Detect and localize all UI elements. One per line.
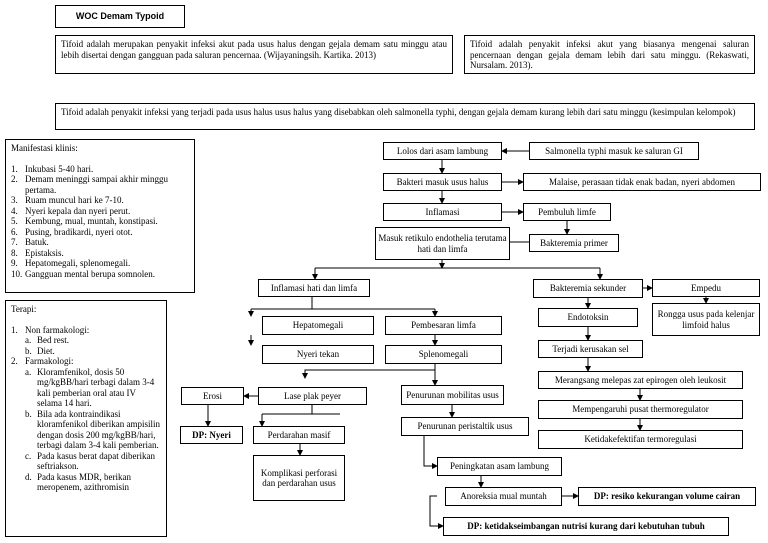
manifestasi-item: 5.Kembung, mual, muntah, konstipasi. bbox=[11, 216, 158, 226]
diagram-title: WOC Demam Typoid bbox=[55, 5, 185, 28]
manifestasi-heading: Manifestasi klinis: bbox=[11, 143, 78, 153]
node-inflamasi: Inflamasi bbox=[383, 203, 502, 221]
node-anoreksia: Anoreksia mual muntah bbox=[445, 487, 562, 506]
definition-box-1: Tifoid adalah merupakan penyakit infeksi… bbox=[55, 35, 453, 74]
node-lase-plak-peyer: Lase plak peyer bbox=[258, 387, 367, 405]
terapi-kloramfenikol: a.Kloramfenikol, dosis 50 mg/kgBB/hari t… bbox=[25, 366, 155, 409]
definition-box-2: Tifoid adalah penyakit infeksi akut yang… bbox=[464, 35, 755, 74]
node-merangsang-epirogen: Merangsang melepas zat epirogen oleh leu… bbox=[538, 371, 743, 389]
conclusion-box: Tifoid adalah penyakit infeksi yang terj… bbox=[55, 103, 755, 130]
terapi-ampisilin: b.Bila ada kontraindikasi kloramfenikol … bbox=[25, 408, 160, 451]
node-penurunan-peristaltik: Penurunan peristaltik usus bbox=[401, 417, 529, 436]
node-penurunan-mobilitas: Penurunan mobilitas usus bbox=[401, 385, 504, 405]
manifestasi-item: 6.Pusing, bradikardi, nyeri otot. bbox=[11, 226, 133, 237]
node-ketidakefektifan-termoregulasi: Ketidakefektifan termoregulasi bbox=[538, 430, 743, 449]
node-dp-nutrisi: DP: ketidakseimbangan nutrisi kurang dar… bbox=[443, 517, 729, 536]
node-bakteremia-primer: Bakteremia primer bbox=[529, 234, 619, 252]
node-bakteremia-sekunder: Bakteremia sekunder bbox=[533, 279, 643, 298]
node-erosi: Erosi bbox=[181, 387, 244, 405]
node-rongga-usus: Rongga usus pada kelenjar limfoid halus bbox=[652, 303, 760, 336]
manifestasi-item: 2.Demam meninggi sampai akhir minggu per… bbox=[11, 174, 168, 195]
node-dp-resiko-cairan: DP: resiko kekurangan volume cairan bbox=[578, 487, 756, 506]
terapi-mdr: d.Pada kasus MDR, berikan meropenem, azi… bbox=[25, 471, 131, 493]
node-splenomegali: Splenomegali bbox=[385, 345, 502, 364]
manifestasi-item: 4.Nyeri kepala dan nyeri perut. bbox=[11, 205, 131, 216]
terapi-box: Terapi: 1.Non farmakologi: a.Bed rest. b… bbox=[5, 300, 167, 537]
terapi-bed-rest: a.Bed rest. bbox=[25, 335, 69, 345]
node-perdarahan-masif: Perdarahan masif bbox=[253, 426, 345, 444]
manifestasi-item: 1.Inkubasi 5-40 hari. bbox=[11, 163, 94, 174]
terapi-seftriakson: c.Pada kasus berat dapat diberikan seftr… bbox=[25, 450, 155, 472]
node-pembuluh-limfe: Pembuluh limfe bbox=[523, 203, 611, 221]
node-komplikasi: Komplikasi perforasi dan perdarahan usus bbox=[253, 455, 345, 501]
node-inflamasi-hati-limfa: Inflamasi hati dan limfa bbox=[258, 279, 370, 297]
node-peningkatan-asam-lambung: Peningkatan asam lambung bbox=[437, 457, 562, 476]
terapi-non-farmakologi: 1.Non farmakologi: bbox=[11, 324, 90, 335]
node-salmonella: Salmonella typhi masuk ke saluran GI bbox=[529, 142, 699, 160]
node-nyeri-tekan: Nyeri tekan bbox=[262, 345, 374, 364]
manifestasi-item: 8.Epistaksis. bbox=[11, 247, 64, 258]
node-endotoksin: Endotoksin bbox=[538, 308, 638, 327]
terapi-diet: b.Diet. bbox=[25, 345, 55, 356]
node-kerusakan-sel: Terjadi kerusakan sel bbox=[538, 340, 643, 358]
node-pembesaran-limfa: Pembesaran limfa bbox=[385, 316, 502, 335]
node-bakteri-usus-halus: Bakteri masuk usus halus bbox=[383, 173, 502, 191]
manifestasi-klinis-box: Manifestasi klinis: 1.Inkubasi 5-40 hari… bbox=[5, 139, 195, 293]
manifestasi-list: 1.Inkubasi 5-40 hari. 2.Demam meninggi s… bbox=[11, 164, 189, 280]
manifestasi-item: 3.Ruam muncul hari ke 7-10. bbox=[11, 195, 124, 205]
node-masuk-retikulo: Masuk retikulo endothelia terutama hati … bbox=[375, 227, 510, 260]
manifestasi-item: 10.Gangguan mental berupa somnolen. bbox=[11, 268, 155, 279]
node-mempengaruhi-thermoregulator: Mempengaruhi pusat thermoregulator bbox=[538, 400, 743, 419]
node-empedu: Empedu bbox=[652, 279, 760, 297]
manifestasi-item: 9.Hepatomegali, splenomegali. bbox=[11, 258, 131, 268]
terapi-farmakologi: 2.Farmakologi: bbox=[11, 356, 74, 366]
node-hepatomegali: Hepatomegali bbox=[262, 316, 374, 335]
terapi-heading: Terapi: bbox=[11, 304, 37, 314]
node-malaise: Malaise, perasaan tidak enak badan, nyer… bbox=[523, 173, 761, 191]
node-dp-nyeri: DP: Nyeri bbox=[180, 426, 243, 444]
node-lolos-asam-lambung: Lolos dari asam lambung bbox=[383, 142, 502, 160]
manifestasi-item: 7.Batuk. bbox=[11, 237, 49, 247]
